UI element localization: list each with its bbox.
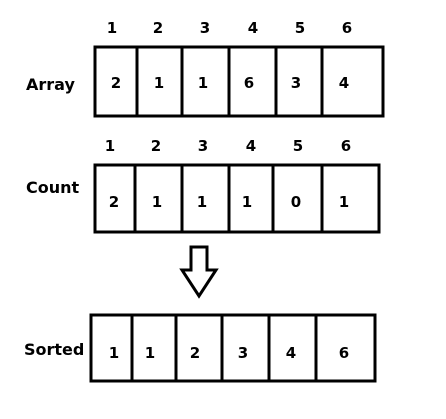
array-values: 2 1 1 6 3 4	[111, 74, 349, 92]
array-box	[93, 45, 385, 118]
sorted-cell-3: 2	[190, 344, 200, 362]
array-row-label: Array	[26, 75, 75, 94]
count-cell-5: 0	[291, 193, 301, 211]
array-index-5: 5	[295, 19, 305, 37]
sorted-cell-4: 3	[238, 344, 248, 362]
count-row-label: Count	[26, 178, 80, 197]
array-index-2: 2	[153, 19, 163, 37]
array-cell-6: 4	[339, 74, 349, 92]
count-index-2: 2	[151, 137, 161, 155]
count-cell-4: 1	[242, 193, 252, 211]
array-cell-2: 1	[154, 74, 164, 92]
sorted-values: 1 1 2 3 4 6	[109, 344, 349, 362]
array-index-3: 3	[200, 19, 210, 37]
count-index-1: 1	[105, 137, 115, 155]
array-index-4: 4	[248, 19, 258, 37]
array-row: Array 1 2 3 4 5 6 2 1 1 6 3 4	[26, 19, 385, 118]
array-index-1: 1	[107, 19, 117, 37]
count-cell-6: 1	[339, 193, 349, 211]
array-cell-3: 1	[198, 74, 208, 92]
count-index-labels: 1 2 3 4 5 6	[105, 137, 351, 155]
array-cell-4: 6	[244, 74, 254, 92]
count-cell-1: 2	[109, 193, 119, 211]
array-cell-5: 3	[291, 74, 301, 92]
count-cell-2: 1	[152, 193, 162, 211]
count-index-4: 4	[246, 137, 256, 155]
array-cell-1: 2	[111, 74, 121, 92]
down-arrow-outline-icon	[179, 245, 219, 299]
count-cell-3: 1	[197, 193, 207, 211]
sorted-cell-5: 4	[286, 344, 296, 362]
count-row: Count 1 2 3 4 5 6 2 1 1 1 0 1	[26, 137, 381, 234]
sorted-cell-2: 1	[145, 344, 155, 362]
sorted-box	[89, 313, 377, 383]
array-index-6: 6	[342, 19, 352, 37]
sorted-row: Sorted 1 1 2 3 4 6	[24, 313, 377, 383]
count-index-6: 6	[341, 137, 351, 155]
count-index-5: 5	[293, 137, 303, 155]
count-index-3: 3	[198, 137, 208, 155]
count-values: 2 1 1 1 0 1	[109, 193, 349, 211]
sorted-cell-1: 1	[109, 344, 119, 362]
count-box	[93, 163, 381, 234]
sorted-cell-6: 6	[339, 344, 349, 362]
array-index-labels: 1 2 3 4 5 6	[107, 19, 352, 37]
sorted-row-label: Sorted	[24, 340, 84, 359]
